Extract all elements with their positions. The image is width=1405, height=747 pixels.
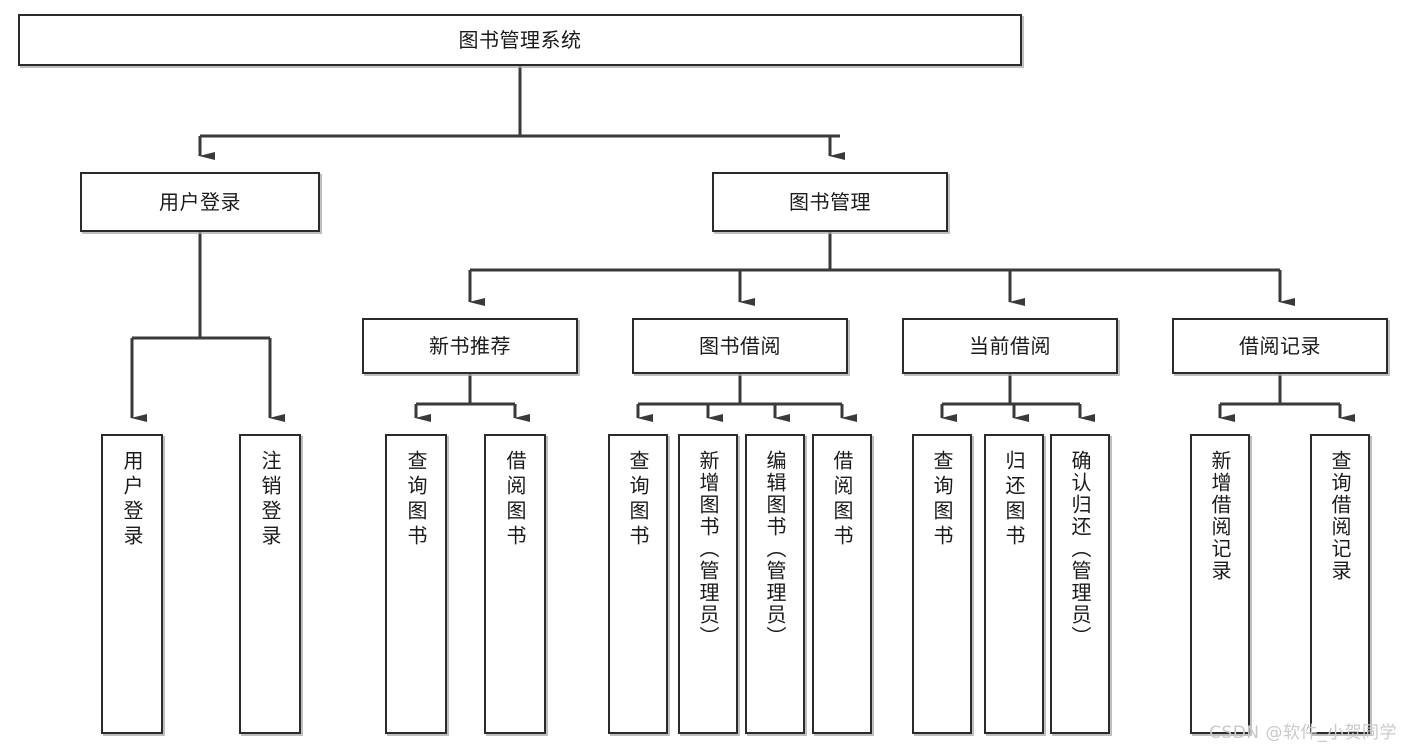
- node-leaf-edit-book-label: 编辑图书（管理员）: [763, 450, 787, 648]
- node-leaf-query-book-borrow-label: 查询图书: [626, 450, 650, 550]
- node-leaf-query-record-label: 查询借阅记录: [1328, 450, 1352, 582]
- node-leaf-return-book-label: 归还图书: [1002, 450, 1026, 550]
- node-borrow-record[interactable]: 借阅记录: [1172, 318, 1388, 374]
- node-leaf-confirm-return[interactable]: 确认归还（管理员）: [1050, 434, 1110, 734]
- node-user-login-label: 用户登录: [159, 190, 241, 214]
- node-leaf-borrow-book[interactable]: 借阅图书: [812, 434, 872, 734]
- node-leaf-borrow-book-rec-label: 借阅图书: [503, 450, 527, 550]
- node-leaf-add-record-label: 新增借阅记录: [1208, 450, 1232, 582]
- node-book-manage-label: 图书管理: [789, 190, 871, 214]
- node-leaf-logout-label: 注销登录: [258, 450, 282, 550]
- node-leaf-query-book-cur-label: 查询图书: [930, 450, 954, 550]
- node-leaf-add-book-label: 新增图书（管理员）: [696, 450, 720, 648]
- node-book-manage[interactable]: 图书管理: [712, 172, 948, 232]
- node-new-book-rec-label: 新书推荐: [429, 334, 511, 358]
- node-leaf-query-record[interactable]: 查询借阅记录: [1310, 434, 1370, 734]
- node-borrow-record-label: 借阅记录: [1239, 334, 1321, 358]
- node-new-book-rec[interactable]: 新书推荐: [362, 318, 578, 374]
- node-book-borrow-label: 图书借阅: [699, 334, 781, 358]
- node-leaf-borrow-book-rec[interactable]: 借阅图书: [484, 434, 546, 734]
- node-leaf-query-book-rec[interactable]: 查询图书: [385, 434, 447, 734]
- node-book-borrow[interactable]: 图书借阅: [632, 318, 848, 374]
- node-leaf-confirm-return-label: 确认归还（管理员）: [1068, 450, 1092, 648]
- node-current-borrow-label: 当前借阅: [969, 334, 1051, 358]
- node-leaf-add-record[interactable]: 新增借阅记录: [1190, 434, 1250, 734]
- node-leaf-edit-book[interactable]: 编辑图书（管理员）: [745, 434, 805, 734]
- node-user-login[interactable]: 用户登录: [80, 172, 320, 232]
- node-current-borrow[interactable]: 当前借阅: [902, 318, 1118, 374]
- node-leaf-query-book-rec-label: 查询图书: [404, 450, 428, 550]
- node-leaf-return-book[interactable]: 归还图书: [984, 434, 1044, 734]
- node-leaf-borrow-book-label: 借阅图书: [830, 450, 854, 550]
- node-leaf-query-book-borrow[interactable]: 查询图书: [608, 434, 668, 734]
- node-root-label: 图书管理系统: [458, 28, 582, 52]
- node-leaf-query-book-cur[interactable]: 查询图书: [912, 434, 972, 734]
- node-leaf-logout[interactable]: 注销登录: [239, 434, 301, 734]
- node-leaf-user-login[interactable]: 用户登录: [101, 434, 163, 734]
- node-leaf-user-login-label: 用户登录: [120, 450, 144, 550]
- node-leaf-add-book[interactable]: 新增图书（管理员）: [678, 434, 738, 734]
- node-root[interactable]: 图书管理系统: [18, 14, 1022, 66]
